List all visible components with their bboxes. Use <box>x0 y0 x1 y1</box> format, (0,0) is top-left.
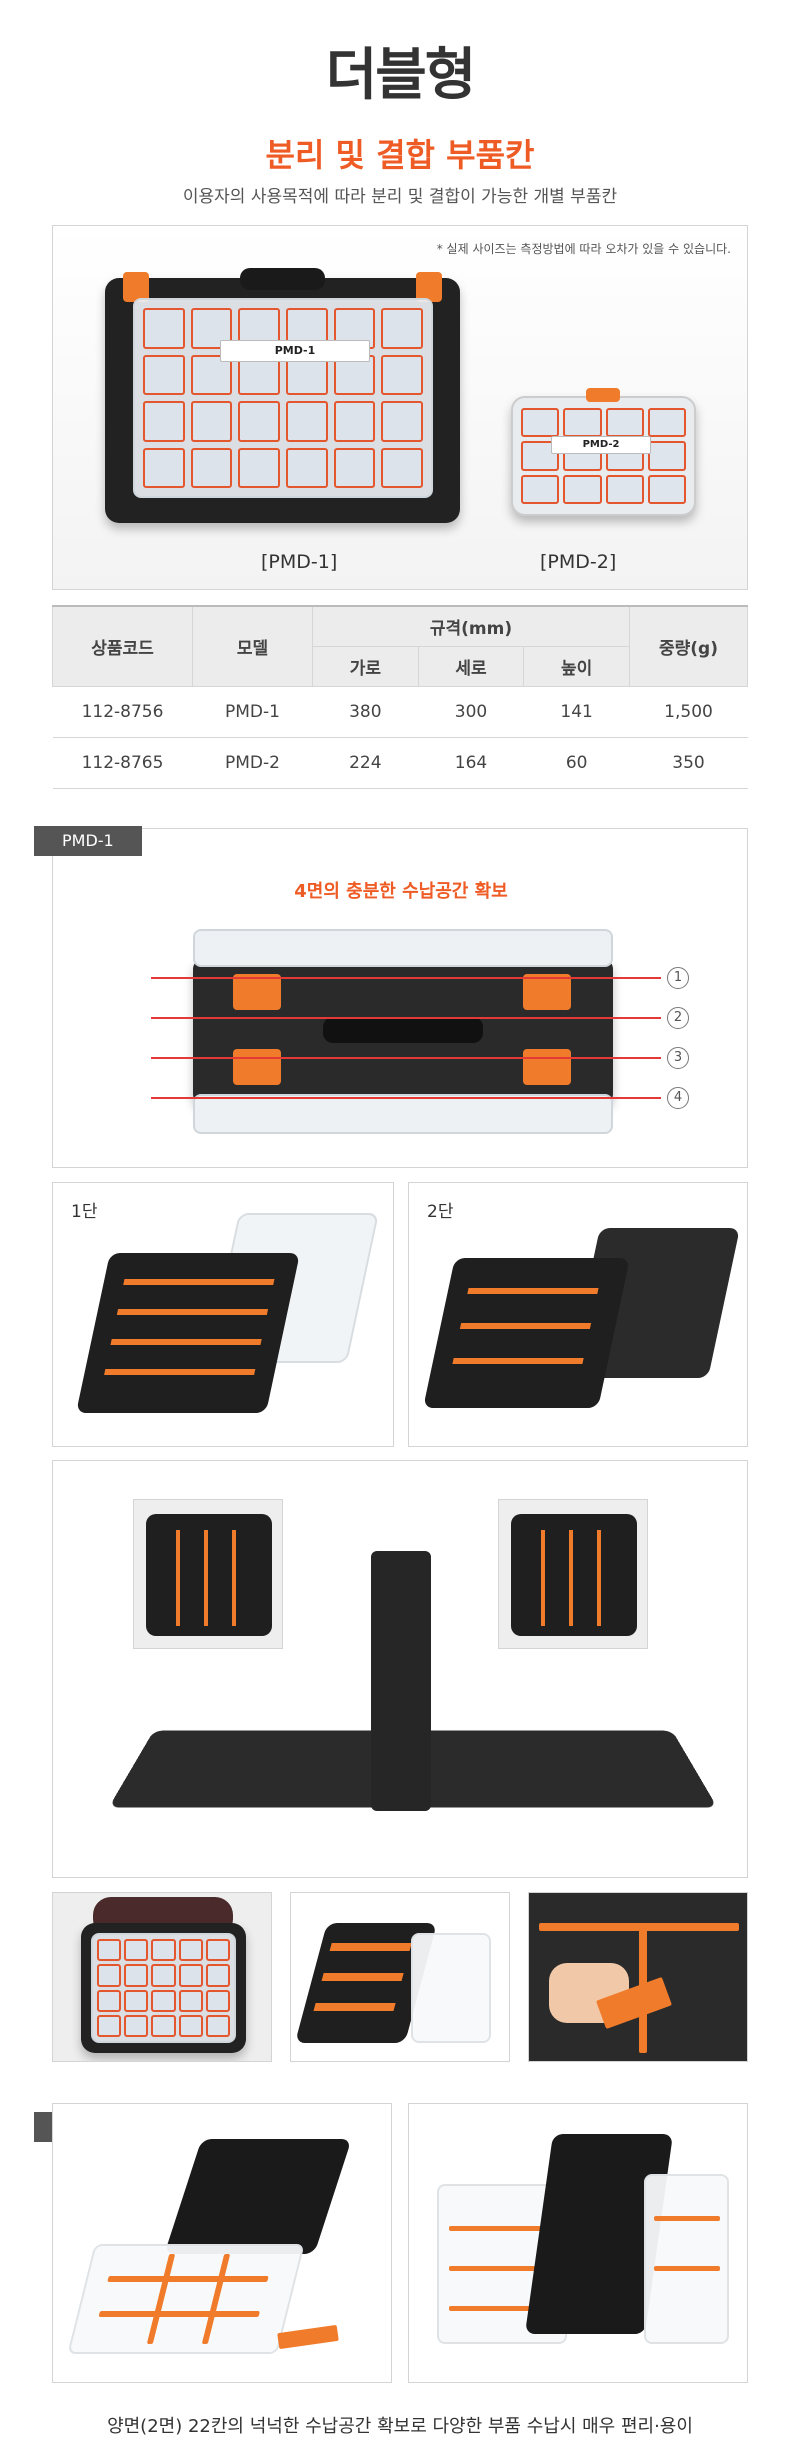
storage-headline: 4면의 충분한 수납공간 확보 <box>294 881 508 902</box>
tier1-frame: 1단 <box>52 1182 394 1447</box>
usage-photo-carry <box>52 1892 272 2062</box>
inset-photo-right <box>498 1499 648 1649</box>
pmd1-box-label: PMD-1 <box>220 340 370 362</box>
cell-height: 141 <box>523 686 630 738</box>
cell-code: 112-8756 <box>52 686 193 738</box>
tier2-frame: 2단 <box>408 1182 748 1447</box>
col-header-model: 모델 <box>192 605 313 687</box>
usage-photo-divider <box>528 1892 748 2062</box>
col-header-size: 규격(mm) <box>312 605 630 647</box>
cell-height: 60 <box>523 737 630 789</box>
tier2-label: 2단 <box>427 1202 454 1222</box>
cell-model: PMD-1 <box>192 686 313 738</box>
col-header-depth: 세로 <box>417 645 525 687</box>
pmd1-product-image: PMD-1 <box>105 268 460 523</box>
separated-compartments-frame <box>52 1460 748 1878</box>
cell-weight: 350 <box>629 737 748 789</box>
size-note: * 실제 사이즈는 측정방법에 따라 오차가 있을 수 있습니다. <box>436 242 731 256</box>
marker-3: 3 <box>667 1047 689 1069</box>
marker-2: 2 <box>667 1007 689 1029</box>
col-header-code: 상품코드 <box>52 605 193 687</box>
pmd1-side-image <box>193 929 613 1134</box>
col-header-height: 높이 <box>523 645 630 687</box>
pmd1-caption: [PMD-1] <box>261 551 338 573</box>
footer-description: 양면(2면) 22칸의 넉넉한 수납공간 확보로 다양한 부품 수납시 매우 편… <box>107 2416 693 2437</box>
cell-code: 112-8765 <box>52 737 193 789</box>
table-row: 112-8765 PMD-2 224 164 60 350 <box>52 737 748 789</box>
pmd2-photo-right <box>408 2103 748 2383</box>
page-title: 더블형 <box>325 43 477 108</box>
cell-width: 224 <box>312 737 419 789</box>
cell-model: PMD-2 <box>192 737 313 789</box>
pmd1-storage-frame: 4면의 충분한 수납공간 확보 1 2 3 4 <box>52 828 748 1168</box>
cell-depth: 164 <box>418 737 524 789</box>
marker-4: 4 <box>667 1087 689 1109</box>
products-photo-frame: * 실제 사이즈는 측정방법에 따라 오차가 있을 수 있습니다. PMD-1 <box>52 225 748 590</box>
col-header-width: 가로 <box>312 645 419 687</box>
col-header-weight: 중량(g) <box>629 605 748 687</box>
usage-photo-layers <box>290 1892 510 2062</box>
marker-1: 1 <box>667 967 689 989</box>
table-row: 112-8756 PMD-1 380 300 141 1,500 <box>52 686 748 738</box>
section-subtitle: 분리 및 결합 부품칸 <box>265 136 535 174</box>
cell-depth: 300 <box>418 686 524 738</box>
pmd2-product-image: PMD-2 <box>511 388 696 516</box>
spec-table: 상품코드 모델 규격(mm) 중량(g) 가로 세로 높이 112-8756 P… <box>52 605 748 789</box>
inset-photo-left <box>133 1499 283 1649</box>
section-description: 이용자의 사용목적에 따라 분리 및 결합이 가능한 개별 부품칸 <box>182 187 618 207</box>
cell-weight: 1,500 <box>629 686 748 738</box>
pmd2-box-label: PMD-2 <box>551 436 651 454</box>
tier1-label: 1단 <box>71 1202 98 1222</box>
pmd2-caption: [PMD-2] <box>540 551 617 573</box>
cell-width: 380 <box>312 686 419 738</box>
pmd1-section-tag: PMD-1 <box>34 826 142 856</box>
pmd2-photo-left <box>52 2103 392 2383</box>
